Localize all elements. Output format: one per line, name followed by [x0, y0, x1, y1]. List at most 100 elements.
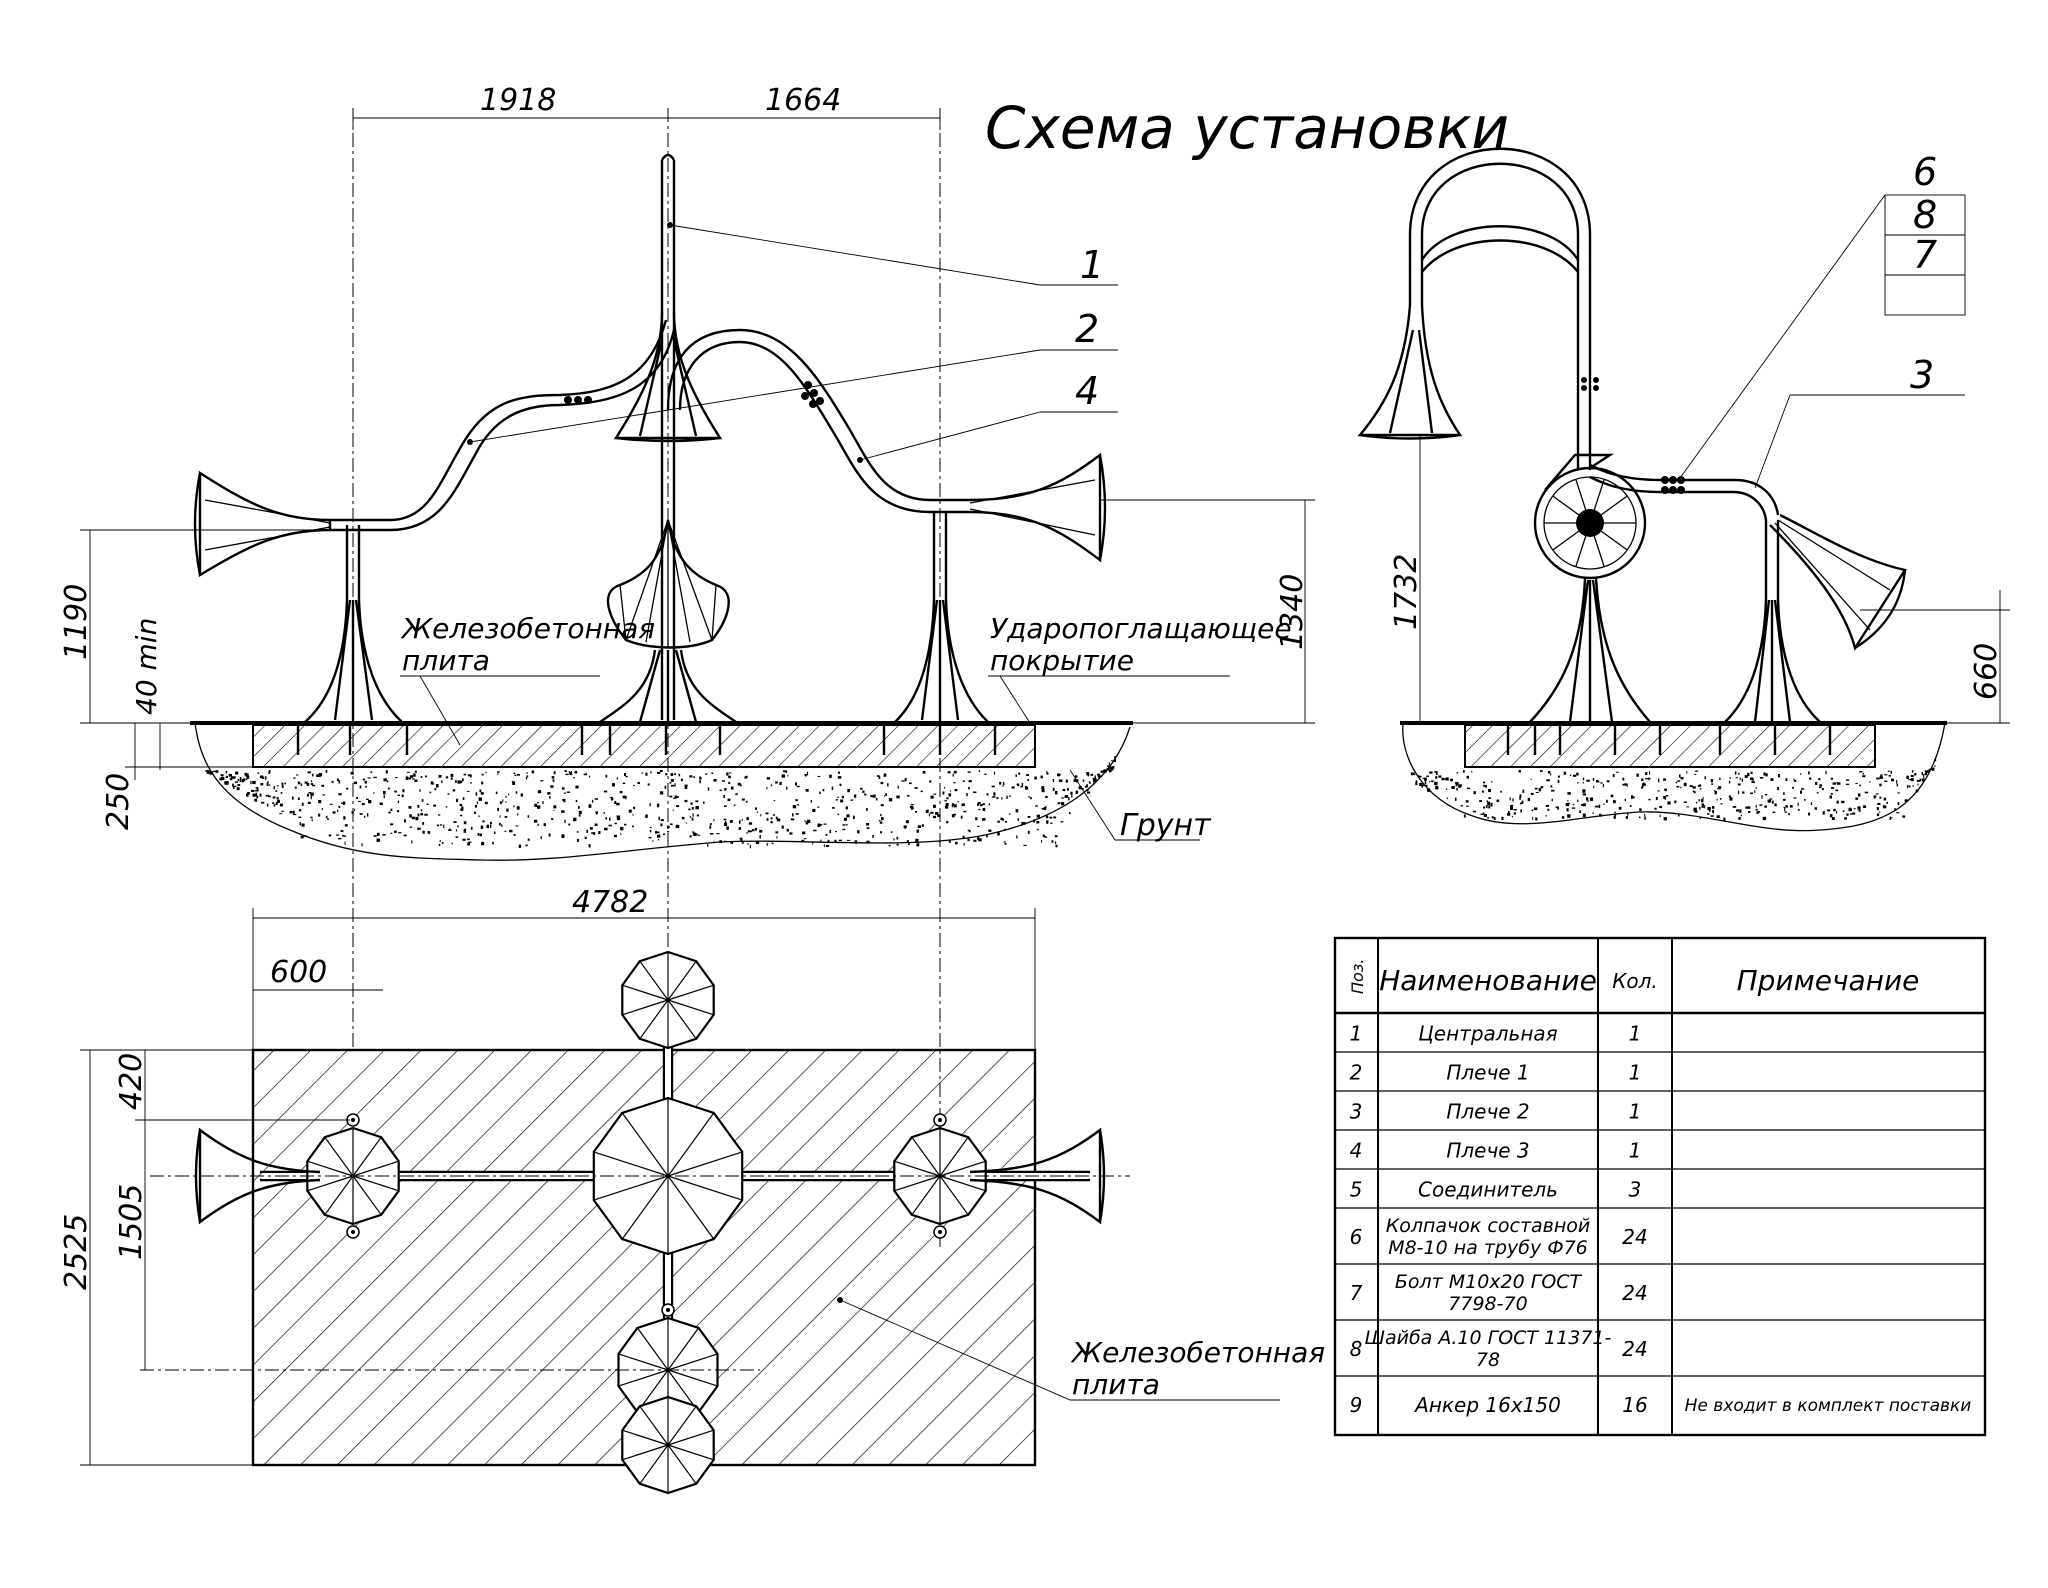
- front-dim-top: [352, 108, 941, 130]
- soil-speck: [1665, 795, 1669, 797]
- soil-speck: [1550, 785, 1553, 788]
- soil-speck: [756, 811, 759, 813]
- soil-speck: [853, 794, 857, 798]
- soil-speck: [1816, 792, 1819, 794]
- soil-speck: [949, 790, 951, 792]
- flower-rib: [639, 960, 669, 1001]
- soil-speck: [1732, 806, 1737, 808]
- soil-speck: [457, 825, 459, 828]
- soil-speck: [516, 773, 520, 776]
- soil-speck: [464, 828, 467, 831]
- soil-speck: [455, 836, 459, 838]
- soil-speck: [342, 835, 345, 837]
- soil-speck: [1082, 779, 1085, 782]
- soil-speck: [1613, 815, 1616, 819]
- soil-speck: [257, 772, 260, 774]
- soil-speck: [1769, 798, 1773, 800]
- soil-speck: [684, 784, 688, 787]
- soil-speck: [688, 844, 691, 846]
- soil-speck: [1804, 798, 1806, 801]
- soil-speck: [543, 823, 546, 827]
- soil-speck: [1527, 797, 1530, 801]
- soil-speck: [740, 784, 742, 787]
- soil-speck: [1418, 775, 1420, 778]
- soil-speck: [1745, 806, 1748, 809]
- soil-speck: [1728, 780, 1731, 784]
- soil-speck: [394, 790, 397, 793]
- flower-rib: [939, 1136, 969, 1177]
- soil-speck: [632, 825, 634, 828]
- soil-speck: [857, 830, 860, 834]
- side-slanted-bell-ribs: [1774, 519, 1891, 631]
- table-cell-pos: 6: [1350, 1225, 1363, 1249]
- soil-speck: [1919, 778, 1922, 782]
- soil-speck: [610, 797, 614, 801]
- soil-speck: [1004, 821, 1007, 823]
- soil-speck: [1906, 775, 1909, 779]
- soil-speck: [733, 804, 736, 807]
- soil-speck: [1712, 806, 1715, 809]
- soil-speck: [1434, 781, 1438, 786]
- soil-speck: [829, 830, 831, 834]
- soil-speck: [978, 808, 981, 811]
- soil-speck: [298, 816, 302, 818]
- soil-speck: [1545, 815, 1547, 817]
- soil-speck: [1742, 791, 1745, 794]
- soil-speck: [463, 773, 467, 776]
- soil-speck: [739, 820, 741, 824]
- soil-speck: [688, 808, 691, 811]
- front-soil: [194, 722, 1131, 861]
- flower-rib: [939, 1160, 986, 1177]
- soil-speck: [1897, 802, 1900, 805]
- soil-speck: [929, 780, 932, 783]
- soil-speck: [414, 779, 418, 782]
- soil-speck: [311, 819, 313, 822]
- soil-speck: [1698, 799, 1700, 802]
- soil-speck: [1483, 806, 1486, 809]
- soil-speck: [1513, 809, 1517, 811]
- soil-speck: [569, 772, 573, 776]
- soil-speck: [585, 772, 587, 775]
- soil-speck: [649, 803, 651, 807]
- soil-speck: [713, 841, 715, 843]
- soil-speck: [609, 796, 613, 798]
- soil-speck: [1750, 771, 1753, 774]
- soil-speck: [977, 802, 980, 806]
- soil-speck: [1751, 781, 1755, 784]
- soil-speck: [805, 774, 807, 777]
- soil-speck: [499, 801, 502, 805]
- soil-speck: [419, 789, 421, 792]
- soil-speck: [1785, 805, 1788, 808]
- soil-speck: [978, 770, 981, 772]
- soil-speck: [737, 782, 741, 786]
- soil-speck: [449, 828, 451, 831]
- flower-rib: [911, 1136, 941, 1177]
- soil-speck: [1759, 777, 1764, 779]
- soil-speck: [1876, 777, 1880, 780]
- soil-speck: [1793, 779, 1797, 782]
- soil-speck: [293, 777, 296, 779]
- plan-slab-label-line1: Железобетонная: [1070, 1336, 1325, 1369]
- soil-speck: [1931, 766, 1933, 770]
- soil-speck: [1458, 784, 1462, 788]
- soil-speck: [1836, 800, 1839, 804]
- table-cell-name: Центральная: [1418, 1022, 1557, 1046]
- soil-speck: [1488, 797, 1491, 799]
- soil-speck: [1927, 770, 1930, 773]
- soil-speck: [766, 786, 768, 790]
- soil-speck: [920, 790, 923, 793]
- soil-speck: [1676, 785, 1680, 788]
- soil-speck: [1046, 772, 1049, 775]
- side-soil: [1402, 722, 1946, 832]
- soil-speck: [1761, 795, 1763, 799]
- soil-speck: [707, 787, 710, 791]
- soil-speck: [1563, 771, 1567, 775]
- soil-speck: [996, 797, 999, 800]
- soil-speck: [361, 803, 365, 806]
- soil-speck: [608, 824, 612, 827]
- soil-speck: [279, 803, 283, 807]
- soil-speck: [946, 797, 949, 800]
- soil-speck: [267, 784, 271, 786]
- soil-speck: [754, 828, 758, 831]
- soil-speck: [1658, 778, 1660, 783]
